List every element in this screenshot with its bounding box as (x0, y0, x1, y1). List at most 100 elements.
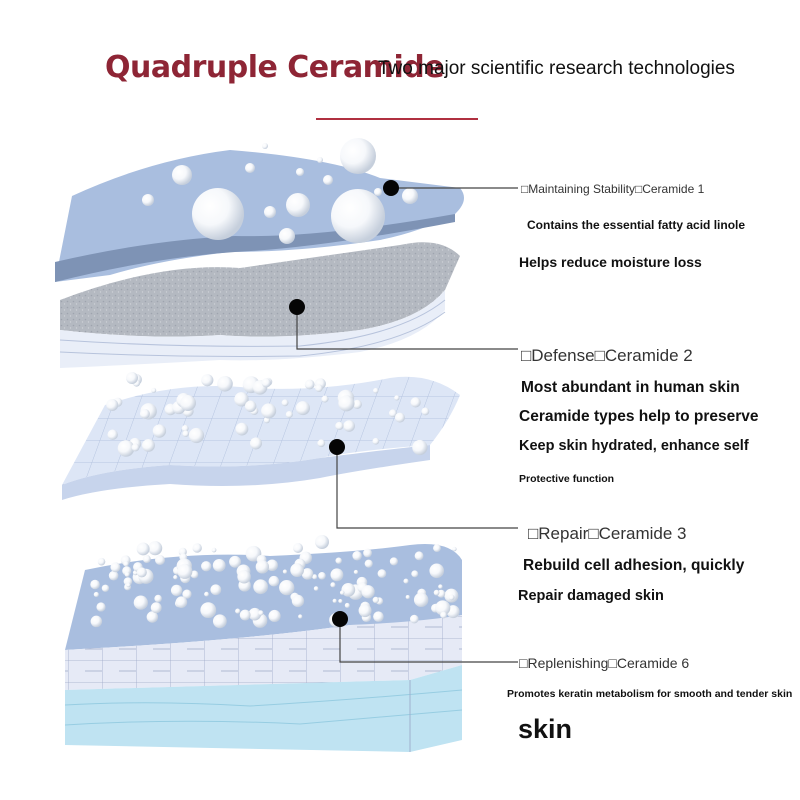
bubble (429, 563, 445, 579)
callout-connectors (296, 187, 518, 663)
bubble (190, 570, 199, 579)
bubble (318, 572, 326, 580)
bubble (126, 372, 138, 384)
bubble (363, 548, 372, 558)
bubble (249, 437, 263, 450)
bubble (261, 378, 271, 388)
callout-1-heading: □Maintaining Stability□Ceramide 1 (521, 182, 705, 196)
bubble (192, 188, 244, 240)
bubble (90, 579, 100, 590)
bubble (234, 392, 249, 407)
bubble (175, 596, 188, 608)
bubble (253, 579, 268, 595)
bubble (338, 395, 355, 412)
bubble (101, 584, 110, 592)
marker-dot-4 (332, 611, 348, 627)
bubble (317, 157, 323, 163)
bubble (410, 397, 421, 408)
bubble (279, 228, 295, 244)
bubble (258, 610, 264, 616)
connector-ceramide-3 (336, 447, 518, 529)
bubble (338, 598, 343, 604)
bubble (245, 163, 255, 173)
bubble (182, 589, 192, 599)
bubble (235, 422, 249, 436)
marker-dot-3 (329, 439, 345, 455)
bubble (262, 143, 268, 149)
bubble (358, 604, 372, 618)
bubble (403, 578, 409, 584)
callout-3-line-2: Repair damaged skin (518, 588, 664, 604)
bubble (281, 399, 289, 407)
bubble (210, 584, 222, 596)
bubble (409, 614, 419, 624)
bubble (394, 395, 400, 401)
bubble (152, 424, 167, 438)
bubble (285, 410, 293, 419)
bubble (361, 585, 375, 599)
bubble (217, 376, 233, 392)
moisture-bubbles (90, 138, 460, 629)
bubble (142, 555, 151, 564)
bubble (177, 563, 193, 579)
bubble (330, 582, 336, 588)
bubble (290, 563, 304, 578)
bubble (188, 427, 205, 444)
bubble (414, 551, 424, 561)
bubble (377, 569, 387, 578)
bubble (364, 559, 373, 568)
bubble (108, 570, 119, 581)
bubble (136, 567, 147, 578)
layer-grid-sheet (62, 376, 460, 500)
bubble (402, 188, 418, 204)
connector-ceramide-6 (339, 619, 518, 663)
bubble (315, 384, 323, 393)
bubble (181, 424, 189, 432)
bubble (131, 443, 140, 452)
bubble (123, 577, 133, 586)
bubble (412, 439, 428, 456)
marker-dot-1 (383, 180, 399, 196)
bubble (150, 602, 162, 614)
bubble (344, 602, 350, 608)
bubble (323, 175, 333, 185)
callout-2-line-3: Keep skin hydrated, enhance self (519, 438, 749, 454)
callout-4-heading: □Replenishing□Ceramide 6 (519, 655, 690, 671)
bubble (173, 575, 178, 580)
bubble (248, 607, 262, 621)
bubble (204, 591, 209, 597)
callout-2-heading: □Defense□Ceramide 2 (521, 346, 693, 365)
bubble (155, 555, 165, 565)
bubble (264, 206, 276, 218)
bubble (96, 602, 106, 612)
bubble (180, 395, 196, 411)
bubble (123, 560, 129, 567)
bubble (413, 592, 429, 608)
bubble (170, 584, 183, 597)
bubble (106, 398, 119, 411)
bubble (440, 611, 447, 619)
bubble (124, 571, 130, 577)
bubble (353, 569, 359, 575)
bubble (389, 557, 398, 566)
bubble (343, 420, 355, 432)
callout-2-line-1: Most abundant in human skin (521, 379, 740, 396)
bubble (372, 596, 380, 604)
bubble (192, 543, 202, 553)
bubble (151, 387, 157, 393)
bubble (117, 440, 135, 457)
bubble (330, 568, 344, 582)
bubble (321, 395, 329, 403)
bubble (261, 403, 277, 419)
bubble (373, 611, 384, 622)
bubble (452, 546, 457, 552)
bubble (335, 421, 344, 431)
bubble (291, 594, 305, 608)
bubble (340, 138, 376, 174)
bubble (411, 570, 419, 578)
bubble (313, 586, 319, 591)
callout-2-line-4: Protective function (519, 473, 615, 485)
bubble (435, 600, 451, 616)
bubble (389, 409, 397, 418)
